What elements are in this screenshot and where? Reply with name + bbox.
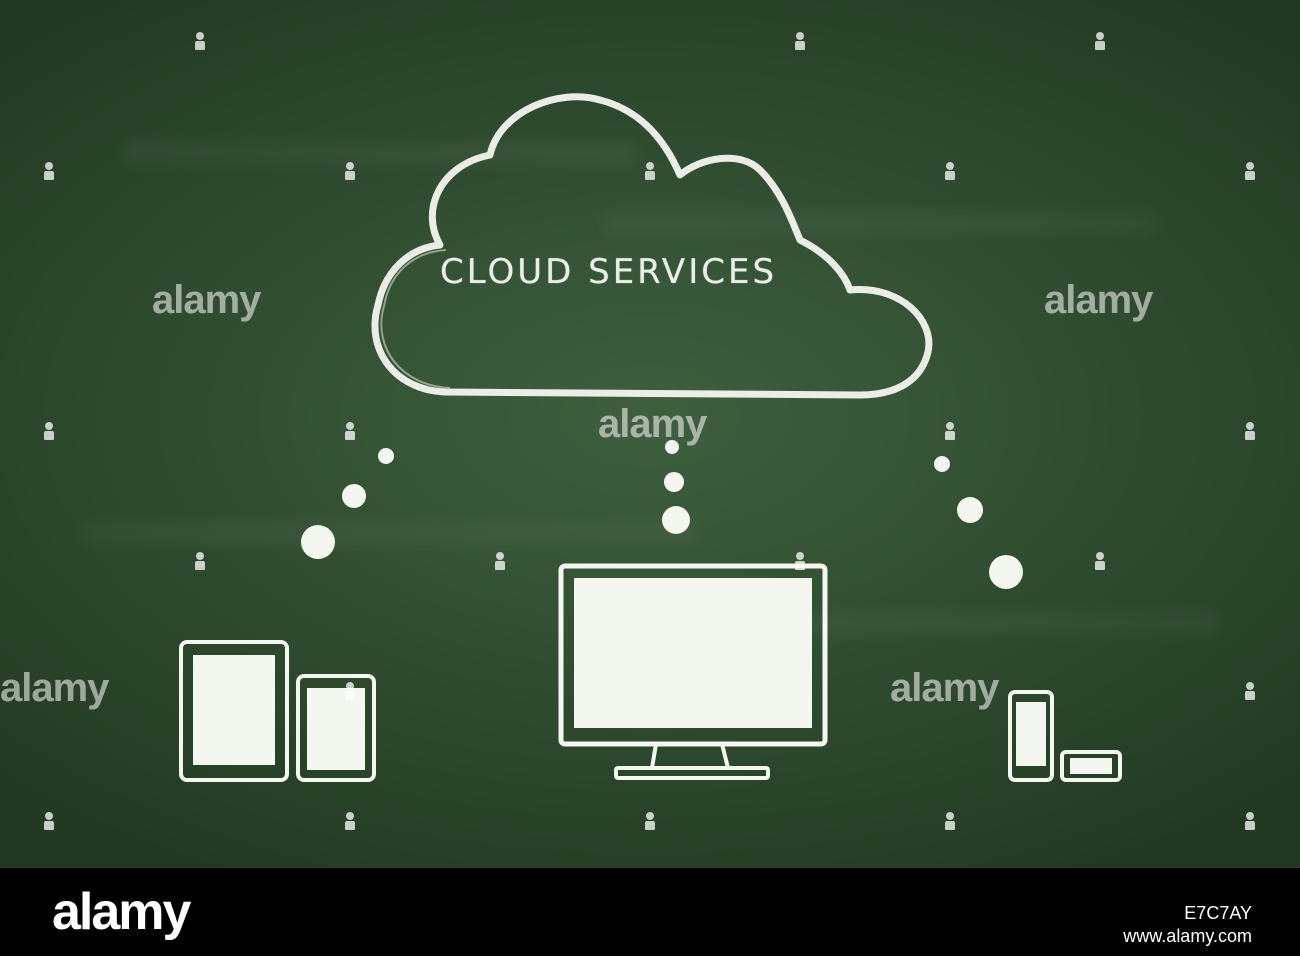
connector-dot xyxy=(342,484,366,508)
connector-dot xyxy=(378,448,394,464)
watermark-text: alamy xyxy=(0,666,109,710)
watermark-pin-icon xyxy=(945,162,955,180)
watermark-pin-icon xyxy=(945,422,955,440)
watermark-pin-icon xyxy=(645,812,655,830)
watermark-text: alamy xyxy=(1044,278,1153,322)
watermark-pin-icon xyxy=(1245,162,1255,180)
watermark-text: alamy xyxy=(152,278,261,322)
footer-logo[interactable]: alamy xyxy=(52,883,191,941)
connector-dot xyxy=(664,472,684,492)
connector-dot xyxy=(662,506,690,534)
watermark-pin-icon xyxy=(495,552,505,570)
watermark-text: alamy xyxy=(890,666,999,710)
watermark-pin-icon xyxy=(44,812,54,830)
watermark-pin-icon xyxy=(645,162,655,180)
watermark-pin-icon xyxy=(1245,812,1255,830)
monitor-icon xyxy=(558,563,828,780)
watermark-pin-icon xyxy=(195,552,205,570)
cloud-shape xyxy=(371,93,933,399)
connector-dot xyxy=(989,555,1023,589)
connector-dot xyxy=(665,440,679,454)
watermark-pin-icon xyxy=(44,422,54,440)
connector-dot xyxy=(957,497,983,523)
watermark-pin-icon xyxy=(1095,552,1105,570)
watermark-pin-icon xyxy=(345,422,355,440)
site-url-link[interactable]: www.alamy.com xyxy=(1123,926,1252,946)
small-device-icon xyxy=(1060,750,1122,782)
image-id-label: E7C7AY xyxy=(1184,903,1252,923)
watermark-pin-icon xyxy=(795,32,805,50)
cloud-services-label: CLOUD SERVICES xyxy=(440,252,778,292)
watermark-pin-icon xyxy=(795,552,805,570)
watermark-text: alamy xyxy=(598,402,707,446)
watermark-pin-icon xyxy=(1245,682,1255,700)
tablet-icon xyxy=(179,640,289,782)
watermark-pin-icon xyxy=(945,812,955,830)
watermark-pin-icon xyxy=(345,812,355,830)
connector-dot xyxy=(934,456,950,472)
watermark-pin-icon xyxy=(345,162,355,180)
chalkboard: CLOUD SERVICES alamy alamy alamy alamy a… xyxy=(0,0,1300,868)
watermark-pin-icon xyxy=(195,32,205,50)
watermark-pin-icon xyxy=(44,162,54,180)
connector-dot xyxy=(301,525,335,559)
watermark-pin-icon xyxy=(1245,422,1255,440)
watermark-pin-icon xyxy=(1095,32,1105,50)
cloud-network-diagram xyxy=(179,93,1122,782)
footer-bar xyxy=(0,868,1300,956)
watermark-pin-icon xyxy=(345,682,355,700)
smartphone-icon xyxy=(1008,690,1054,782)
phone-icon xyxy=(296,674,376,782)
